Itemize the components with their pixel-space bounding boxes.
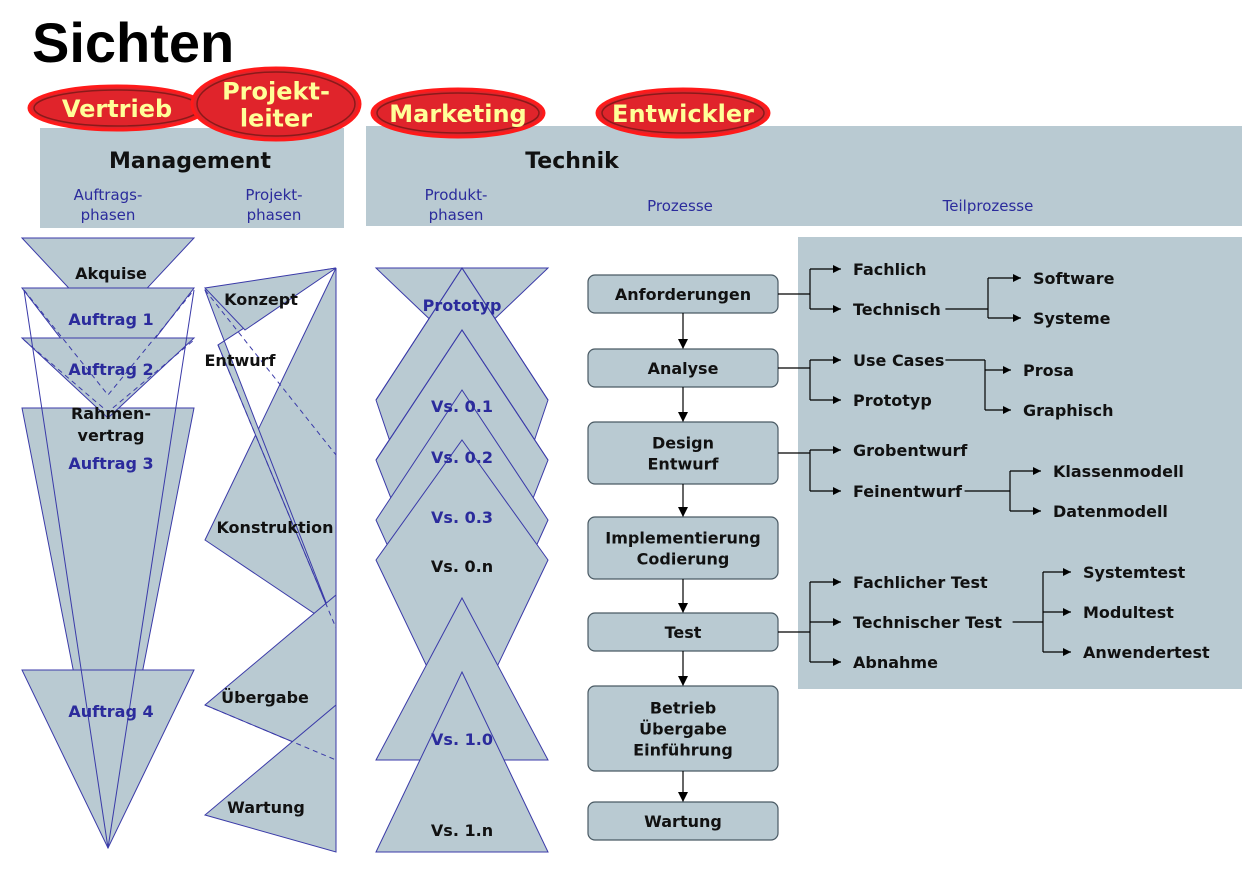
- role-vertrieb: Vertrieb: [27, 84, 207, 132]
- auftragsphasen-shapes: [20, 237, 196, 850]
- process-label-test: Test: [665, 623, 702, 642]
- projektphase-konstruktion: Konstruktion: [216, 518, 333, 537]
- akquise-triangle: [20, 237, 196, 331]
- projektphasen-shapes: [203, 267, 337, 853]
- auftragsphase-auftrag-1: Auftrag 1: [68, 310, 153, 329]
- auftrag4-triangle: [21, 669, 195, 850]
- produktphase-vs-0-2: Vs. 0.2: [431, 448, 493, 467]
- subprocess-abnahme: Abnahme: [853, 653, 938, 672]
- management-panel: [40, 128, 344, 228]
- process-label-wartung: Wartung: [644, 812, 722, 831]
- uebergabe-triangle: [204, 593, 337, 761]
- subprocess-modultest: Modultest: [1083, 603, 1174, 622]
- subheader-auftragsphasen: Auftrags-phasen: [74, 186, 143, 224]
- produktphase-vs-1-n: Vs. 1.n: [431, 821, 493, 840]
- projektphase-entwurf: Entwurf: [205, 351, 277, 370]
- produktphase-prototyp: Prototyp: [423, 296, 502, 315]
- process-box-design-entwurf: [587, 421, 779, 485]
- wartung-triangle: [203, 703, 337, 853]
- role-label-marketing: Marketing: [389, 100, 526, 128]
- subprocess-systeme: Systeme: [1033, 309, 1111, 328]
- produktphase-vs-0-3: Vs. 0.3: [431, 508, 493, 527]
- column-subheaders: Auftrags-phasen Projekt-phasen Produkt-pha…: [74, 186, 1034, 224]
- auftragsphase-auftrag-4: Auftrag 4: [68, 702, 153, 721]
- management-header: Management: [109, 149, 271, 174]
- subprocess-feinentwurf: Feinentwurf: [853, 482, 963, 501]
- page-title: Sichten: [32, 11, 234, 74]
- subprocess-graphisch: Graphisch: [1023, 401, 1114, 420]
- subprocess-software: Software: [1033, 269, 1115, 288]
- subheader-produktphasen: Produkt-phasen: [425, 186, 488, 224]
- role-label-entwickler: Entwickler: [612, 100, 754, 128]
- produktphase-vs-0-n: Vs. 0.n: [431, 557, 493, 576]
- role-label-projekt-leiter: Projekt-leiter: [222, 78, 330, 133]
- teilprozesse-panel: [798, 237, 1242, 689]
- role-entwickler: Entwickler: [595, 87, 771, 139]
- subheader-projektphasen: Projekt-phasen: [245, 186, 302, 224]
- projektphase-wartung: Wartung: [227, 798, 305, 817]
- produktphasen-shapes: [374, 267, 550, 853]
- subprocess-datenmodell: Datenmodell: [1053, 502, 1168, 521]
- auftragsphase-auftrag-2: Auftrag 2: [68, 360, 153, 379]
- subprocess-technischer-test: Technischer Test: [853, 613, 1002, 632]
- subprocess-technisch: Technisch: [853, 300, 941, 319]
- subprocess-grobentwurf: Grobentwurf: [853, 441, 968, 460]
- auftragsphase-akquise: Akquise: [75, 264, 147, 283]
- process-box-implementierung-codierung: [587, 516, 779, 580]
- subprocess-fachlicher-test: Fachlicher Test: [853, 573, 988, 592]
- subprocess-fachlich: Fachlich: [853, 260, 927, 279]
- produktphase-vs-0-1: Vs. 0.1: [431, 397, 493, 416]
- subprocess-anwendertest: Anwendertest: [1083, 643, 1210, 662]
- role-ellipses: Vertrieb Projekt-leiter Marketing Entwickle…: [27, 66, 771, 142]
- projektphase-uebergabe: Übergabe: [221, 688, 309, 707]
- konzept-triangle: [203, 267, 337, 331]
- role-marketing: Marketing: [370, 87, 546, 139]
- auftrag2-triangle: [20, 337, 196, 419]
- subheader-prozesse: Prozesse: [647, 197, 713, 215]
- projektphasen-labels: KonzeptEntwurfKonstruktionÜbergabeWartun…: [205, 290, 334, 817]
- subprocess-use-cases: Use Cases: [853, 351, 944, 370]
- technik-header: Technik: [525, 149, 620, 174]
- process-box-wartung: [587, 801, 779, 841]
- konstruktion-triangle: [204, 267, 337, 629]
- process-label-anforderungen: Anforderungen: [615, 285, 751, 304]
- role-projekt-leiter: Projekt-leiter: [190, 66, 362, 142]
- subprocess-systemtest: Systemtest: [1083, 563, 1186, 582]
- subprocess-prosa: Prosa: [1023, 361, 1074, 380]
- auftragsphase-rahmen-vertrag: Rahmen-vertrag: [71, 404, 151, 445]
- role-label-vertrieb: Vertrieb: [62, 95, 172, 123]
- produktphase-vs-1-0: Vs. 1.0: [431, 730, 493, 749]
- subheader-teilprozesse: Teilprozesse: [942, 197, 1034, 215]
- subprocess-prototyp: Prototyp: [853, 391, 932, 410]
- process-label-analyse: Analyse: [648, 359, 719, 378]
- projektphase-konzept: Konzept: [224, 290, 298, 309]
- technik-panel: [366, 126, 1242, 226]
- auftragsphase-auftrag-3: Auftrag 3: [68, 454, 153, 473]
- subprocess-klassenmodell: Klassenmodell: [1053, 462, 1184, 481]
